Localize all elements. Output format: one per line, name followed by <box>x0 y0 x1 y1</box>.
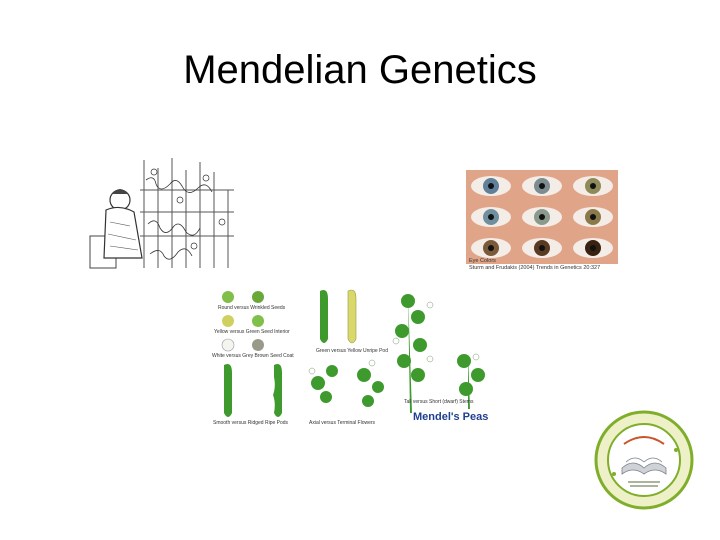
pupil <box>488 214 494 220</box>
pupil <box>539 183 545 189</box>
pupil <box>488 245 494 251</box>
pea-label-round-wrinkled: Round versus Wrinkled Seeds <box>218 305 286 311</box>
book-seal-icon <box>594 410 694 510</box>
pupil <box>590 214 596 220</box>
mendel-peas-heading: Mendel's Peas <box>413 411 489 423</box>
slide-title: Mendelian Genetics <box>183 48 537 92</box>
mendel-sketch-icon <box>89 158 234 269</box>
pupil <box>488 183 494 189</box>
eye-caption-source: Sturm and Frudakis (2004) Trends in Gene… <box>469 265 601 271</box>
pea-label-axial-terminal: Axial versus Terminal Flowers <box>309 420 376 426</box>
pea-label-yellow-green: Yellow versus Green Seed Interior <box>214 329 290 335</box>
mendel-peas-chart <box>221 289 485 417</box>
pea-label-green-yellow-pod: Green versus Yellow Unripe Pod <box>316 348 388 354</box>
eye-caption-title: Eye Colors <box>469 258 496 264</box>
pupil <box>590 183 596 189</box>
pupil <box>539 214 545 220</box>
pea-label-white-grey: White versus Grey Brown Seed Coat <box>212 353 294 359</box>
pea-label-tall-short: Tall versus Short (dwarf) Stems <box>404 399 474 405</box>
pupil <box>539 245 545 251</box>
pupil <box>590 245 596 251</box>
pea-label-smooth-ridged: Smooth versus Ridged Ripe Pods <box>213 420 289 426</box>
eye-colors-grid <box>466 170 618 264</box>
